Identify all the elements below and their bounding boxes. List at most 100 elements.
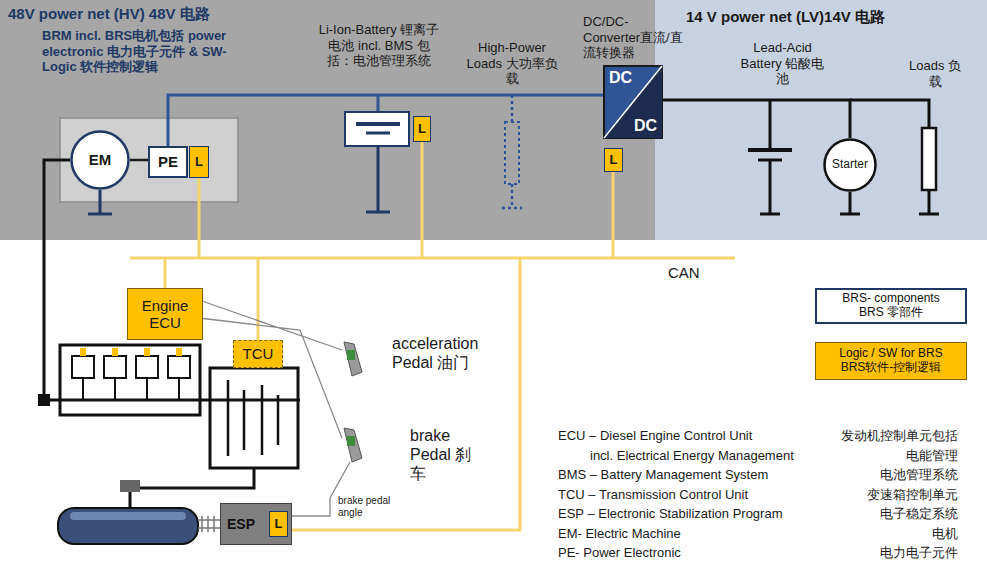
- battery-plate: [366, 132, 390, 135]
- node-text: L: [418, 122, 426, 137]
- diagram-label: 电子稳定系统: [830, 506, 958, 522]
- pedal-sensor: [347, 436, 355, 446]
- brm-housing: [60, 118, 238, 202]
- wire-connector: [130, 159, 148, 162]
- diagram-label: brake Pedal 刹车: [410, 426, 472, 484]
- pedal-icon: [344, 428, 362, 462]
- diagram-label: 发动机控制单元包括: [830, 428, 958, 444]
- cylinder: [168, 356, 190, 378]
- diagram-label: Loads 负载: [904, 58, 966, 89]
- battery-plate: [748, 148, 792, 152]
- node-text: EM: [89, 151, 112, 168]
- legend-item: BRS- components BRS 零部件: [815, 288, 967, 324]
- diagram-label: High-Power Loads 大功率负载: [462, 40, 562, 87]
- wheel-highlight: [70, 512, 186, 520]
- ground-symbol: [88, 190, 112, 214]
- node-text: TCU: [243, 345, 274, 362]
- node-text: L: [610, 153, 618, 168]
- dcdc-converter: DC DC: [604, 66, 662, 138]
- wire-connector: [662, 100, 850, 138]
- diagram-label: ECU – Diesel Engine Control Unit: [558, 428, 820, 444]
- starter-circle: Starter: [823, 138, 877, 192]
- node-text: ESP: [227, 516, 255, 532]
- ground-symbol: [366, 146, 390, 212]
- cylinder: [104, 356, 126, 378]
- diagram-label: BRM incl. BRS电机包括 power electronic 电力电子元…: [42, 28, 232, 75]
- cylinders: [72, 348, 190, 400]
- diagram-label: BMS – Battery Management System: [558, 467, 820, 483]
- pedal-sensor: [347, 350, 355, 360]
- gear: [228, 380, 278, 456]
- logic-box: L: [604, 148, 623, 172]
- injector: [80, 348, 86, 356]
- hv-background: [0, 0, 655, 240]
- battery-plate: [758, 159, 782, 162]
- diagram-label: 14 V power net (LV)14V 电路: [686, 8, 976, 26]
- diagram-label: DC/DC-Converter直流/直流转换器: [583, 14, 683, 61]
- high-power-load: [505, 122, 519, 184]
- pulley: [38, 394, 50, 406]
- electric-machine: EM: [70, 130, 130, 190]
- hv-load-wire: [502, 95, 522, 208]
- logic-box: L: [189, 146, 209, 178]
- diagram-label: 电能管理: [830, 448, 958, 464]
- legend-text: BRS- components BRS 零部件: [838, 292, 944, 320]
- diagram-label: EM- Electric Machine: [558, 526, 820, 542]
- diagram-label: brake pedal angle: [338, 495, 408, 519]
- circle-outline: [825, 140, 876, 191]
- diagram-label: Li-Ion-Battery 锂离子电池 incl. BMS 包括：电池管理系统: [318, 22, 440, 69]
- injector: [176, 348, 182, 356]
- cylinder: [136, 356, 158, 378]
- diagram-label: ESP – Electronic Stabilization Program: [558, 506, 820, 522]
- connecting-rod: [83, 378, 179, 400]
- injector: [112, 348, 118, 356]
- logic-box: L: [413, 116, 431, 142]
- node-text: DC: [609, 69, 632, 87]
- diagram-label: 电力电子元件: [830, 545, 958, 561]
- wheel: [58, 508, 198, 544]
- belt-shaft: [44, 160, 300, 400]
- diagram-label: 48V power net (HV) 48V 电路: [8, 5, 338, 23]
- signal-wire: [199, 300, 350, 516]
- node-text: L: [195, 155, 203, 170]
- transmission: [210, 368, 298, 468]
- diagram-label: Lead-Acid Battery 铅酸电池: [735, 40, 830, 87]
- legend-item: Logic / SW for BRS BRS软件-控制逻辑: [815, 342, 967, 380]
- pedal-icon: [344, 342, 362, 376]
- engine-block: [60, 345, 200, 415]
- logic-box: L: [269, 511, 288, 537]
- node-text: PE: [158, 153, 178, 170]
- load-resistor: [922, 128, 936, 190]
- converter-box: [604, 66, 662, 138]
- node-text: DC: [634, 117, 657, 135]
- converter-diagonal: [604, 66, 662, 138]
- drive-shaft: [130, 468, 254, 508]
- pedal: [344, 342, 362, 376]
- node-text: Starter: [832, 158, 868, 172]
- differential: [120, 480, 140, 492]
- injector: [144, 348, 150, 356]
- legend-text: Logic / SW for BRS BRS软件-控制逻辑: [834, 347, 948, 375]
- diagram-label: acceleration Pedal 油门: [392, 334, 504, 372]
- diagram-label: TCU – Transmission Control Unit: [558, 487, 820, 503]
- power-electronic-box: PE: [148, 146, 188, 178]
- hv-wire: [377, 95, 380, 112]
- pedal: [344, 428, 362, 462]
- diagram-label: incl. Electrical Energy Management: [590, 448, 852, 464]
- wire-connector: [168, 95, 604, 146]
- diagram-label: CAN: [668, 264, 728, 282]
- lv-background: [655, 0, 987, 240]
- engine-ecu-box: Engine ECU: [127, 288, 203, 340]
- cylinder: [72, 356, 94, 378]
- diagram-label: 电机: [830, 526, 958, 542]
- converter-diagonal: [604, 66, 662, 138]
- diagram-label: 电池管理系统: [830, 467, 958, 483]
- battery-plate: [356, 122, 400, 126]
- esp-box: ESP L: [220, 503, 292, 545]
- diagram-label: 变速箱控制单元: [830, 487, 958, 503]
- node-text: Engine ECU: [128, 297, 202, 332]
- node-text: L: [275, 517, 283, 532]
- wheel-sensor: [198, 516, 220, 532]
- circle-outline: [72, 132, 129, 189]
